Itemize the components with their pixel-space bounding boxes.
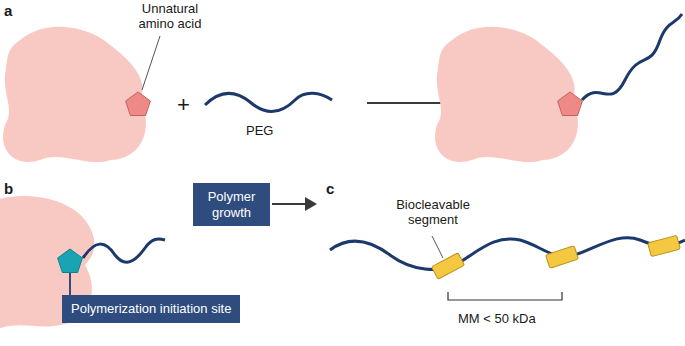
panel-letter: a xyxy=(4,2,12,19)
initiation-site xyxy=(58,249,83,273)
leader-line xyxy=(142,36,160,90)
polymer-chain xyxy=(83,239,165,262)
leader-line xyxy=(432,236,443,258)
panel-letter: b xyxy=(4,180,13,197)
arrow-head xyxy=(305,197,317,211)
growth-arrow xyxy=(272,203,306,205)
callout-label: Biocleavable segment xyxy=(385,198,481,228)
biocleavable-segment xyxy=(431,253,464,279)
molecule-label: PEG xyxy=(246,124,273,139)
callout-label: Unnatural amino acid xyxy=(128,2,212,32)
plus-sign: + xyxy=(177,92,190,117)
peg-chain xyxy=(582,14,682,100)
unnatural-amino-acid xyxy=(558,92,583,116)
reaction-arrow xyxy=(367,102,449,104)
box-text: Polymer growth xyxy=(199,189,264,220)
leader-line xyxy=(69,273,71,296)
protein-blob xyxy=(435,27,578,162)
action-box: Polymer growth xyxy=(193,183,270,226)
panel-letter: c xyxy=(326,180,334,197)
polymer-chain xyxy=(330,238,685,270)
label-box: Polymerization initiation site xyxy=(62,295,240,323)
biocleavable-segment xyxy=(648,235,681,256)
box-text: Polymerization initiation site xyxy=(71,301,231,317)
biocleavable-segment xyxy=(546,246,579,269)
peg-chain xyxy=(205,93,332,111)
unnatural-amino-acid xyxy=(126,92,151,116)
dimension-label: MM < 50 kDa xyxy=(458,312,536,327)
size-bracket xyxy=(448,292,562,300)
protein-blob xyxy=(3,27,146,162)
